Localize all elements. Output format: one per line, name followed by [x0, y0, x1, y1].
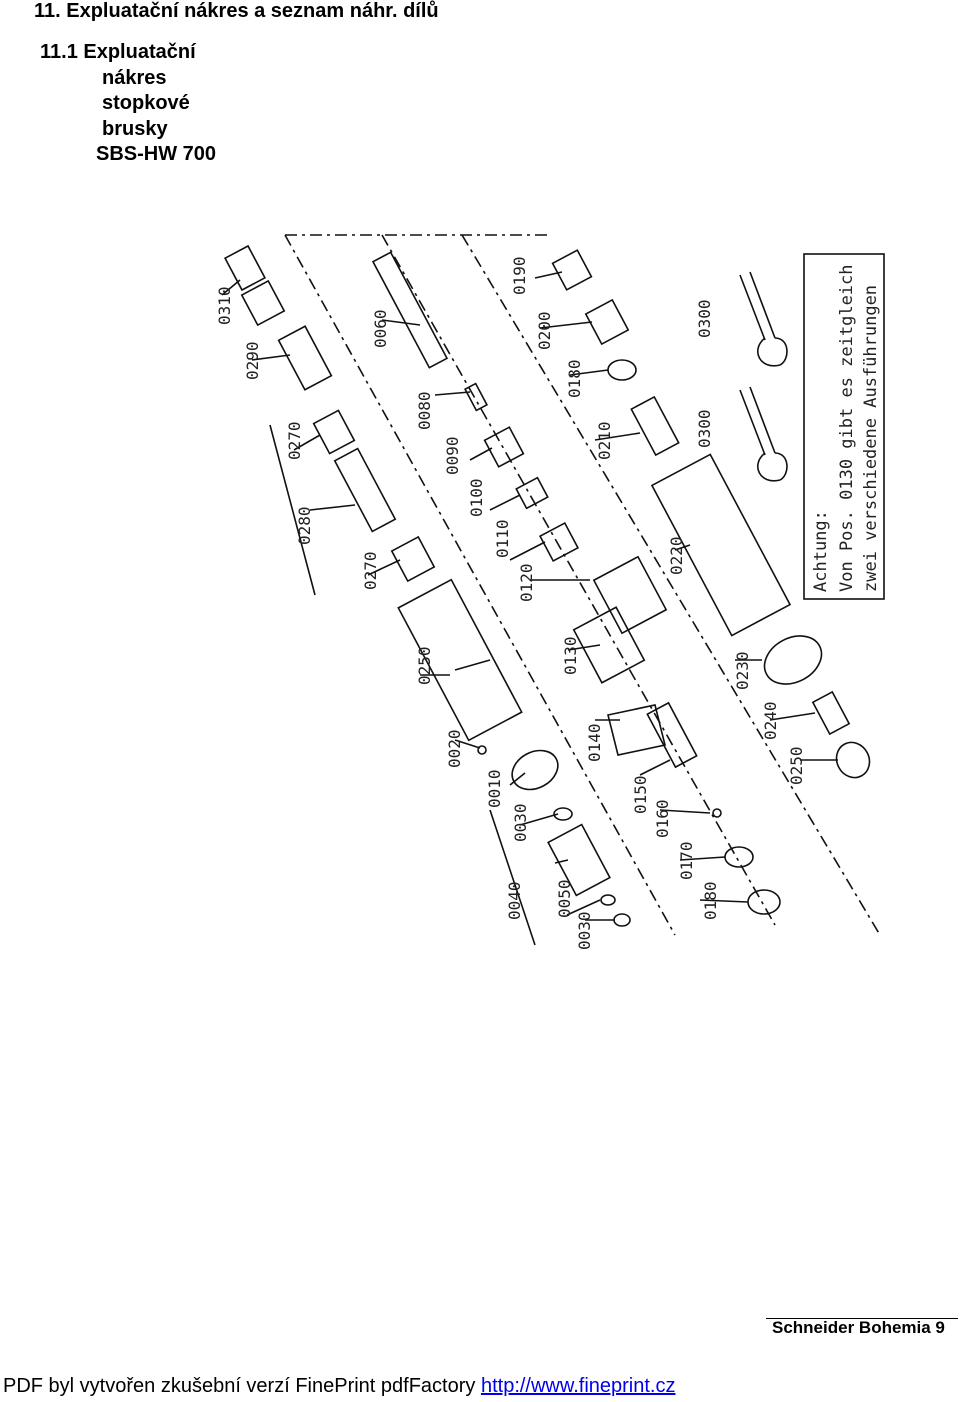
body-tube-0220	[650, 453, 792, 637]
cap-0200	[584, 298, 630, 346]
subsection-line-2: nákres	[102, 66, 167, 89]
part-label-0160: 0160	[653, 799, 672, 838]
exploded-view-drawing: 0310 0290 0270 0280 0270 0250 0020 0010 …	[215, 234, 885, 950]
part-label-0120: 0120	[517, 563, 536, 602]
part-label-0060: 0060	[371, 309, 390, 348]
ring-0100	[515, 476, 549, 510]
subsection-line-4: brusky	[102, 117, 168, 140]
fineprint-link[interactable]: http://www.fineprint.cz	[480, 1375, 676, 1397]
note-line-1: Achtung:	[811, 510, 831, 592]
ball-0160	[712, 808, 722, 818]
washer-0170	[724, 846, 754, 868]
part-label-0080: 0080	[415, 391, 434, 430]
part-label-0270b: 0270	[361, 551, 380, 590]
bearing-0180	[747, 889, 781, 915]
part-label-0250b: 0250	[787, 746, 806, 785]
nipple-0290	[277, 325, 333, 391]
grip-0050	[547, 823, 611, 897]
part-label-0150: 0150	[631, 775, 650, 814]
part-label-0020: 0020	[445, 729, 464, 768]
bearing-0180-top	[607, 359, 637, 381]
part-label-0240: 0240	[761, 701, 780, 740]
bracket-0030-group	[489, 809, 536, 946]
part-label-0250: 0250	[415, 646, 434, 685]
part-label-0010: 0010	[485, 769, 504, 808]
bushing-0110	[538, 521, 580, 563]
part-label-0110: 0110	[493, 519, 512, 558]
collar-0010	[511, 749, 559, 791]
part-label-0050: 0050	[555, 879, 574, 918]
assembly-boundary-2	[381, 234, 776, 926]
part-label-0030: 0030	[511, 803, 530, 842]
part-label-0040: 0040	[505, 881, 524, 920]
sleeve-0270-bottom	[390, 535, 436, 583]
part-label-0300-top: 0300	[695, 299, 714, 338]
subsection-title: 11.1 Expluatační	[40, 41, 196, 63]
pdf-notice-text: PDF byl vytvořen zkušební verzí FinePrin…	[3, 1375, 481, 1397]
note-line-3: zwei verschiedene Ausführungen	[861, 285, 881, 592]
rotor-shaft-0060	[371, 251, 449, 369]
part-label-0230: 0230	[733, 651, 752, 690]
note-box	[803, 253, 885, 600]
part-label-0290: 0290	[243, 341, 262, 380]
part-label-0180b: 0180	[565, 359, 584, 398]
section-heading: 11. Expluatační nákres a seznam náhr. dí…	[34, 0, 439, 22]
wrench-0300-bottom	[739, 386, 788, 482]
part-label-0180: 0180	[701, 881, 720, 920]
pdf-notice: PDF byl vytvořen zkušební verzí FinePrin…	[3, 1374, 675, 1398]
part-label-0170: 0170	[677, 841, 696, 880]
part-label-0140: 0140	[585, 723, 604, 762]
collet-0240	[811, 690, 851, 736]
part-label-0200: 0200	[535, 311, 554, 350]
subsection-heading: 11.1 Expluatační nákres stopkové brusky …	[40, 40, 270, 168]
part-label-0220: 0220	[667, 536, 686, 575]
blade-0140	[607, 701, 698, 769]
wrench-0300-top	[739, 271, 788, 367]
screw-0020	[477, 745, 487, 755]
assembly-boundary-3	[461, 234, 881, 936]
part-label-0100: 0100	[467, 478, 486, 517]
ring-0030-bottom	[600, 894, 616, 906]
part-label-0190: 0190	[510, 256, 529, 295]
assembly-boundary-1	[284, 234, 676, 936]
housing-0250	[397, 578, 523, 742]
tube-0280	[333, 447, 397, 533]
ring-0030-lower	[613, 913, 631, 927]
part-label-0280: 0280	[295, 506, 314, 545]
coupling-0310	[223, 244, 286, 327]
nut-0250	[835, 741, 871, 779]
part-label-0310: 0310	[215, 286, 234, 325]
part-label-0130: 0130	[561, 636, 580, 675]
part-label-0270: 0270	[285, 421, 304, 460]
part-label-0210: 0210	[595, 421, 614, 460]
cap-0190	[551, 249, 593, 291]
spindle-0210	[630, 395, 680, 457]
footer-rule	[766, 1318, 958, 1319]
part-label-0300-bottom: 0300	[695, 409, 714, 448]
rotor-0120	[572, 555, 668, 684]
footer-brand: Schneider Bohemia 9	[772, 1318, 945, 1337]
bushing-0090	[483, 426, 525, 468]
part-label-0090: 0090	[443, 436, 462, 475]
nut-0230	[763, 635, 823, 685]
subsection-line-3: stopkové	[102, 92, 190, 114]
note-line-2: Von Pos. 0130 gibt es zeitgleich	[837, 264, 857, 592]
pin-0080	[463, 382, 489, 412]
part-label-0030b: 0030	[575, 911, 594, 950]
model-name: SBS-HW 700	[96, 143, 217, 165]
ring-0030-top	[553, 807, 573, 821]
sleeve-0270-top	[312, 409, 356, 455]
bracket-0280	[269, 424, 316, 596]
